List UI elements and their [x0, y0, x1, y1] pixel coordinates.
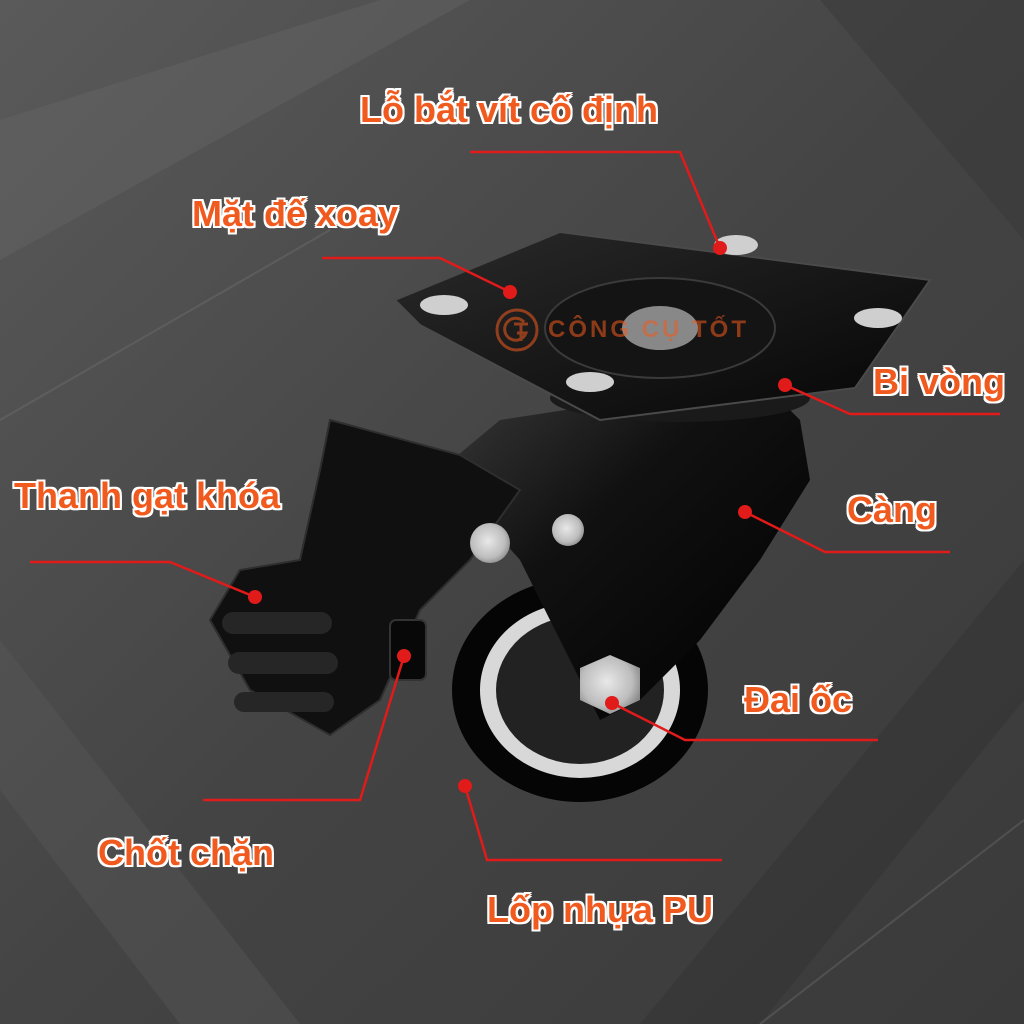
axle-nut [580, 655, 640, 714]
leader-lines [30, 150, 1000, 862]
rivet [552, 514, 584, 546]
dot-dai-oc [605, 696, 619, 710]
dot-lo-bat-vit [713, 241, 727, 255]
leader-line-cang [744, 510, 950, 554]
target-dots [248, 241, 792, 793]
label-lop-nhua-pu: Lốp nhựa PU [487, 889, 714, 930]
mounting-hole [566, 372, 614, 392]
leader-line-chot-chan [203, 655, 406, 802]
fork [440, 380, 810, 720]
caster-wheel [208, 230, 932, 802]
label-chot-chan: Chốt chặn [98, 832, 274, 873]
label-mat-de-xoay: Mặt đế xoay [192, 193, 399, 234]
mounting-hole [420, 295, 468, 315]
dot-cang [738, 505, 752, 519]
gt-logo-icon [495, 308, 539, 352]
leader-line-lop-nhua-pu [463, 785, 722, 862]
plate-center [622, 306, 698, 350]
leader-line-bi-vong [784, 383, 1000, 416]
dot-bi-vong [778, 378, 792, 392]
lever-rib [234, 692, 334, 712]
lever-rib [222, 612, 332, 634]
label-lo-bat-vit: Lỗ bắt vít cố định [360, 89, 658, 130]
rivet [470, 523, 510, 563]
mounting-hole [854, 308, 902, 328]
label-cang: Càng [847, 489, 937, 530]
dot-lop-nhua-pu [458, 779, 472, 793]
leader-line-dai-oc [611, 701, 878, 742]
leader-line-thanh-gat-khoa [30, 560, 256, 599]
leader-line-lo-bat-vit [470, 150, 722, 249]
dot-mat-de-xoay [503, 285, 517, 299]
label-bi-vong: Bi vòng [873, 361, 1005, 402]
stopper-pin [389, 619, 427, 681]
label-thanh-gat-khoa: Thanh gạt khóa [14, 475, 281, 516]
dot-thanh-gat-khoa [248, 590, 262, 604]
watermark-text: CÔNG CỤ TỐT [548, 316, 749, 343]
dot-chot-chan [397, 649, 411, 663]
lever-rib [228, 652, 338, 674]
watermark: CÔNG CỤ TỐT [494, 307, 749, 353]
label-dai-oc: Đai ốc [744, 679, 853, 720]
leader-line-mat-de-xoay [322, 256, 511, 294]
